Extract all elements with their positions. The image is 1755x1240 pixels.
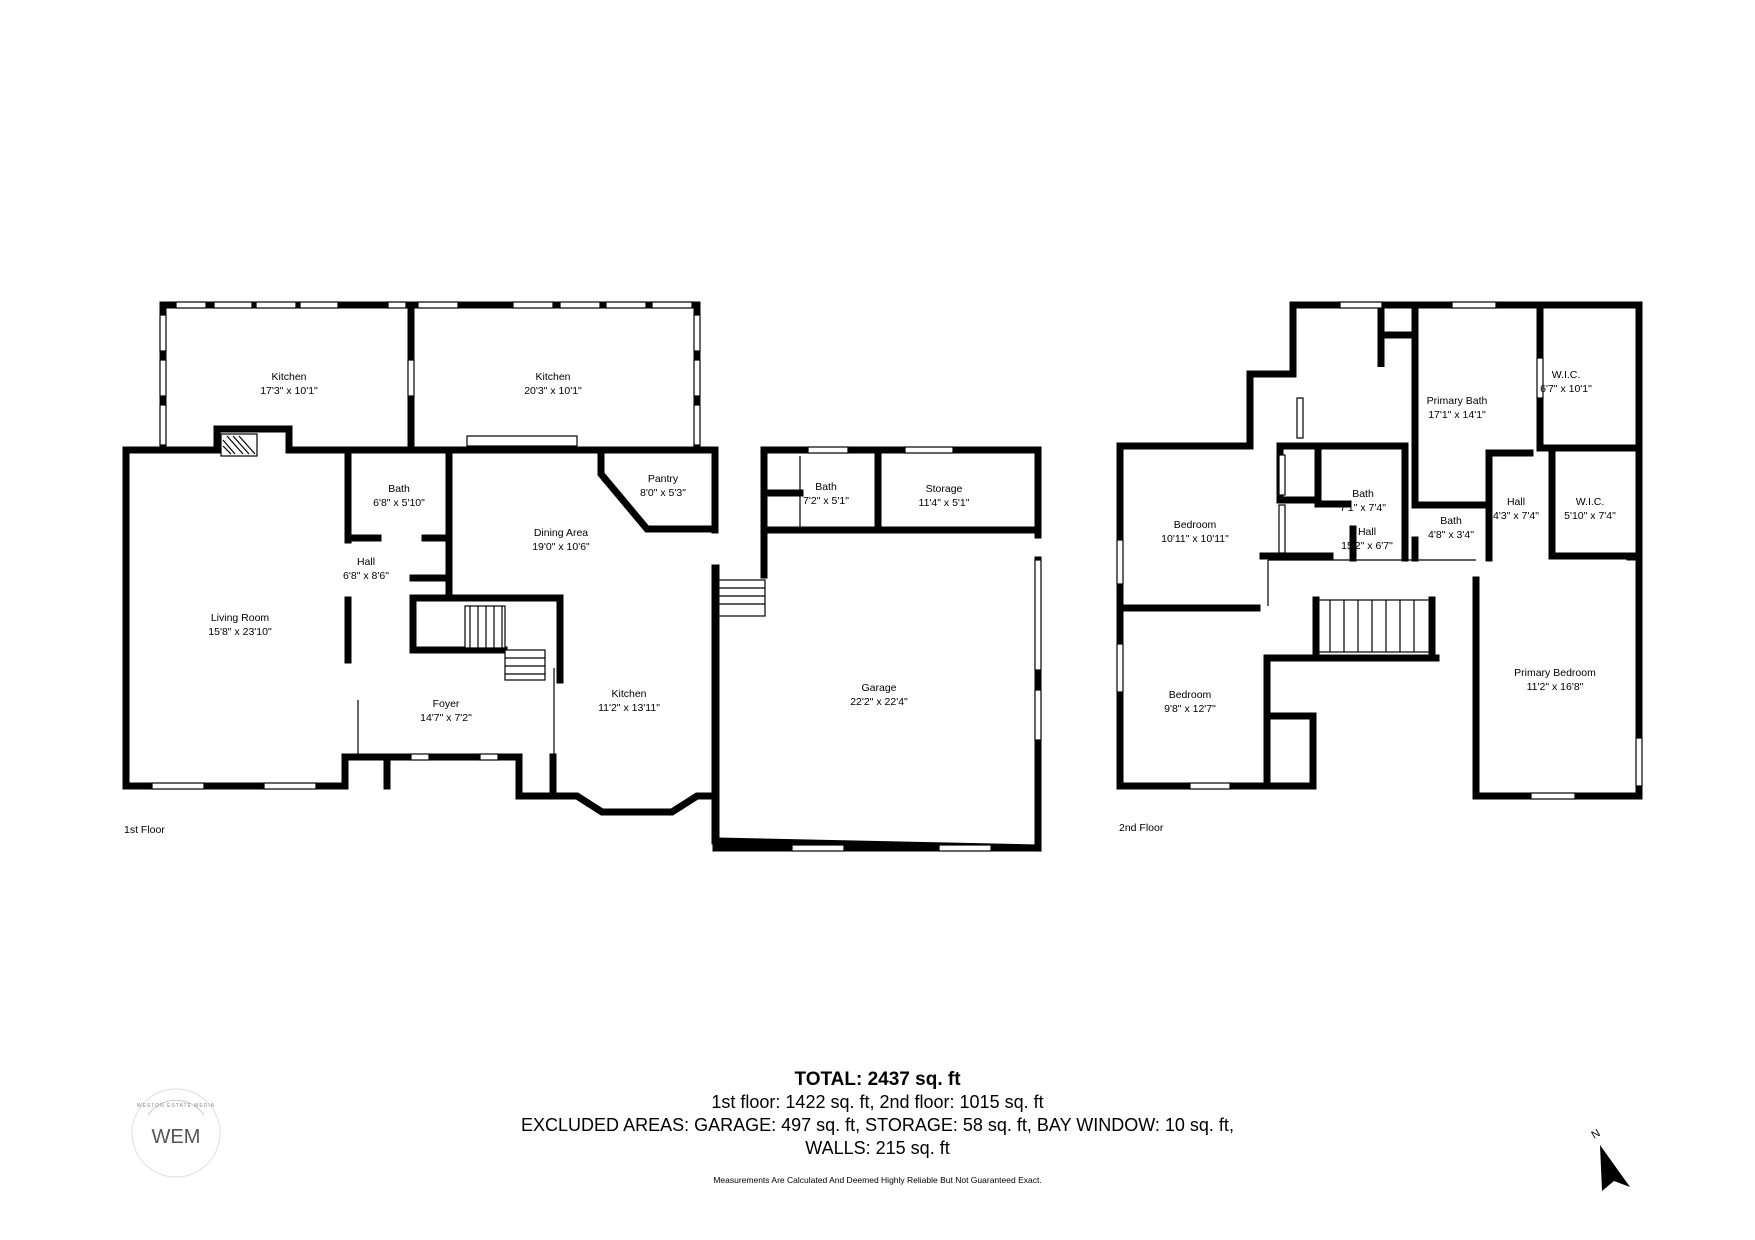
first-floor-room-1: Kitchen 20'3" x 10'1" <box>524 371 582 397</box>
room-dimensions: 7'2" x 5'1" <box>803 495 849 507</box>
first-floor-walls <box>122 301 766 845</box>
room-name: Hall <box>357 556 375 568</box>
room-dimensions: 4'8" x 3'4" <box>1428 529 1474 541</box>
second-floor-room-4: Bath 4'8" x 3'4" <box>1428 515 1474 541</box>
logo-initials: WEM <box>152 1126 201 1148</box>
room-name: Bath <box>815 481 837 493</box>
north-label: N <box>1590 1127 1603 1141</box>
first-floor-room-4: Dining Area 19'0" x 10'6" <box>532 527 590 553</box>
room-dimensions: 17'1" x 14'1" <box>1428 409 1486 421</box>
first-floor-room-2: Bath 6'8" x 5'10" <box>373 483 425 509</box>
room-labels: Kitchen 17'3" x 10'1" Kitchen 20'3" x 10'1"… <box>208 369 1616 724</box>
room-dimensions: 8'0" x 5'3" <box>640 487 686 499</box>
room-name: Hall <box>1507 496 1525 508</box>
room-name: Bedroom <box>1169 689 1212 701</box>
first-floor-room-6: Living Room 15'8" x 23'10" <box>208 612 272 638</box>
second-floor-room-0: Primary Bath 17'1" x 14'1" <box>1427 395 1488 421</box>
room-name: Bath <box>1440 515 1462 527</box>
room-dimensions: 6'8" x 8'6" <box>343 570 389 582</box>
room-name: Kitchen <box>271 371 306 383</box>
room-dimensions: 14'7" x 7'2" <box>420 712 472 724</box>
first-floor-room-3: Pantry 8'0" x 5'3" <box>640 473 686 499</box>
room-name: Kitchen <box>535 371 570 383</box>
walls-area: WALLS: 215 sq. ft <box>805 1138 950 1158</box>
second-floor-walls <box>1116 301 1643 800</box>
second-floor-room-8: Bedroom 9'8" x 12'7" <box>1164 689 1216 715</box>
room-name: Primary Bedroom <box>1514 667 1596 679</box>
room-dimensions: 10'11" x 10'11" <box>1161 533 1229 545</box>
room-dimensions: 20'3" x 10'1" <box>524 385 582 397</box>
room-name: Storage <box>926 483 963 495</box>
second-floor-room-9: Primary Bedroom 11'2" x 16'8" <box>1514 667 1596 693</box>
room-dimensions: 5'10" x 7'4" <box>1564 510 1616 522</box>
room-dimensions: 11'2" x 13'11" <box>598 702 660 714</box>
room-dimensions: 6'8" x 5'10" <box>373 497 425 509</box>
first-floor-room-9: Bath 7'2" x 5'1" <box>803 481 849 507</box>
garage-walls <box>712 446 1042 852</box>
second-floor-room-7: Hall 15'2" x 6'7" <box>1341 526 1393 552</box>
first-floor-label: 1st Floor <box>124 824 165 836</box>
floor-areas: 1st floor: 1422 sq. ft, 2nd floor: 1015 … <box>711 1092 1044 1112</box>
room-name: Bedroom <box>1174 519 1217 531</box>
excluded-areas: EXCLUDED AREAS: GARAGE: 497 sq. ft, STOR… <box>521 1115 1234 1135</box>
room-name: Dining Area <box>534 527 588 539</box>
second-floor-room-5: Hall 4'3" x 7'4" <box>1493 496 1539 522</box>
room-dimensions: 17'3" x 10'1" <box>260 385 318 397</box>
room-dimensions: 22'2" x 22'4" <box>850 696 908 708</box>
room-dimensions: 15'8" x 23'10" <box>208 626 272 638</box>
room-dimensions: 11'2" x 16'8" <box>1527 681 1584 693</box>
first-floor-room-5: Hall 6'8" x 8'6" <box>343 556 389 582</box>
room-name: W.I.C. <box>1576 496 1605 508</box>
second-floor-room-3: Bath 7'1" x 7'4" <box>1340 488 1386 514</box>
room-dimensions: 19'0" x 10'6" <box>532 541 590 553</box>
room-name: Bath <box>1352 488 1374 500</box>
north-arrow-icon: N <box>1590 1127 1630 1191</box>
room-dimensions: 6'7" x 10'1" <box>1540 383 1592 395</box>
area-summary: TOTAL: 2437 sq. ft 1st floor: 1422 sq. f… <box>0 1068 1755 1186</box>
total-area: TOTAL: 2437 sq. ft <box>794 1069 961 1090</box>
first-floor-room-8: Kitchen 11'2" x 13'11" <box>598 688 660 714</box>
first-floor-room-10: Storage 11'4" x 5'1" <box>919 483 970 509</box>
room-name: Hall <box>1358 526 1376 538</box>
disclaimer: Measurements Are Calculated And Deemed H… <box>713 1175 1042 1185</box>
room-dimensions: 4'3" x 7'4" <box>1493 510 1539 522</box>
first-floor-room-11: Garage 22'2" x 22'4" <box>850 682 908 708</box>
wem-logo-icon: WEM WESTON ESTATE MEDIA <box>131 1088 221 1178</box>
room-name: W.I.C. <box>1552 369 1581 381</box>
room-name: Garage <box>861 682 896 694</box>
logo-ring-text: WESTON ESTATE MEDIA <box>137 1103 215 1109</box>
room-name: Living Room <box>211 612 270 624</box>
room-name: Pantry <box>648 473 679 485</box>
second-floor-room-1: W.I.C. 6'7" x 10'1" <box>1540 369 1592 395</box>
room-name: Kitchen <box>611 688 646 700</box>
room-dimensions: 11'4" x 5'1" <box>919 497 970 509</box>
room-name: Bath <box>388 483 410 495</box>
second-floor-room-6: W.I.C. 5'10" x 7'4" <box>1564 496 1616 522</box>
room-dimensions: 9'8" x 12'7" <box>1164 703 1216 715</box>
room-name: Primary Bath <box>1427 395 1488 407</box>
room-dimensions: 7'1" x 7'4" <box>1340 502 1386 514</box>
first-floor-room-0: Kitchen 17'3" x 10'1" <box>260 371 318 397</box>
second-floor-room-2: Bedroom 10'11" x 10'11" <box>1161 519 1229 545</box>
second-floor-label: 2nd Floor <box>1119 822 1164 834</box>
room-dimensions: 15'2" x 6'7" <box>1341 540 1393 552</box>
first-floor-room-7: Foyer 14'7" x 7'2" <box>420 698 472 724</box>
room-name: Foyer <box>433 698 460 710</box>
